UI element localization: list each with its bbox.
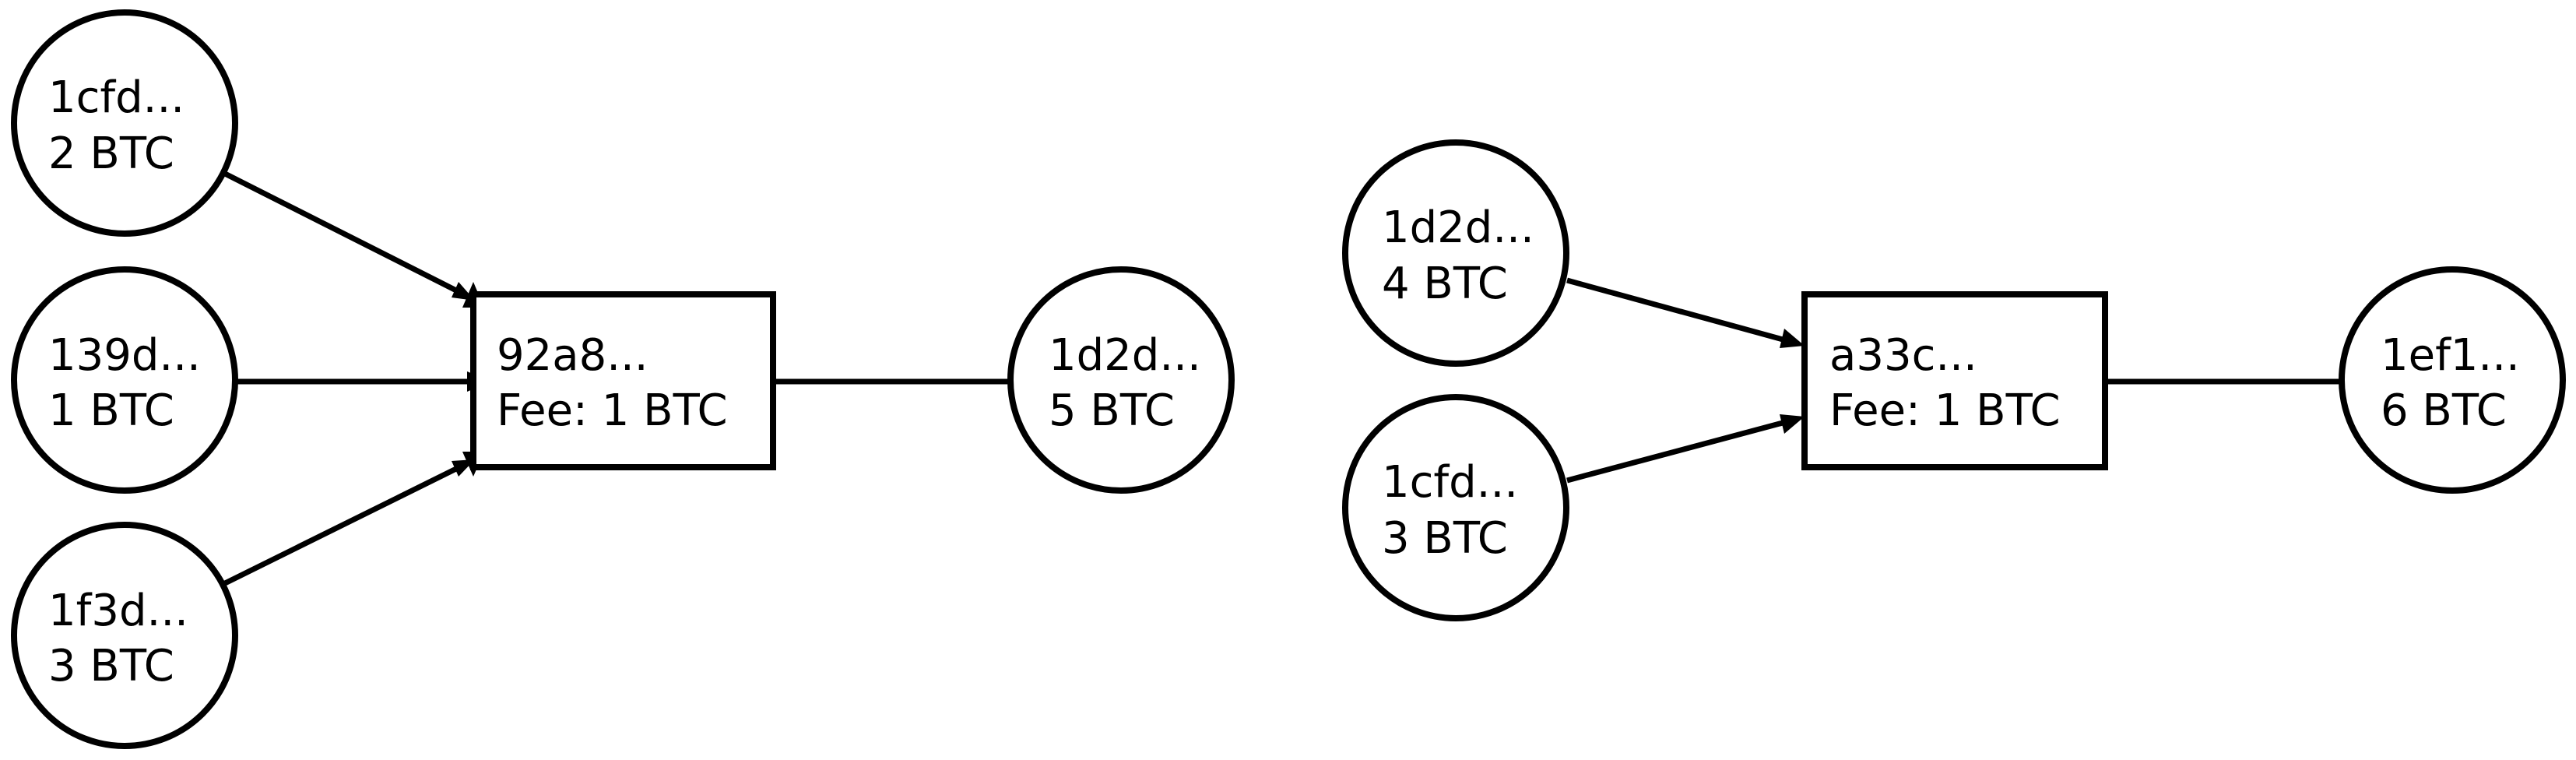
transaction-id: 92a8... — [497, 330, 648, 381]
input-node-circle — [11, 266, 238, 494]
transaction-box — [470, 291, 776, 470]
input-amount: 4 BTC — [1382, 259, 1508, 309]
edge-tx1-input1 — [222, 170, 461, 295]
output-address: 1ef1... — [2381, 330, 2520, 381]
transaction-id: a33c... — [1829, 330, 1977, 381]
input-node-circle — [1342, 139, 1569, 367]
input-amount: 1 BTC — [48, 385, 174, 436]
input-address: 1d2d... — [1382, 202, 1534, 253]
input-amount: 3 BTC — [48, 641, 174, 691]
input-address: 1cfd... — [1382, 457, 1518, 508]
transaction-fee: Fee: 1 BTC — [497, 385, 728, 436]
edge-tx1-input3 — [222, 464, 461, 587]
tx1-output-node: 1d2d... 5 BTC — [1007, 266, 1235, 494]
tx2-input-node-1: 1d2d... 4 BTC — [1342, 139, 1569, 367]
output-node-circle — [1007, 266, 1235, 494]
output-address: 1d2d... — [1049, 330, 1201, 381]
edge-tx2-input2 — [1566, 420, 1784, 484]
tx2-input-node-2: 1cfd... 3 BTC — [1342, 394, 1569, 621]
tx2-output-node: 1ef1... 6 BTC — [2339, 266, 2566, 494]
transaction-box — [1801, 291, 2108, 470]
tx1-input-node-1: 1cfd... 2 BTC — [11, 9, 238, 237]
tx1-edges — [222, 170, 1031, 587]
transaction-fee: Fee: 1 BTC — [1829, 385, 2061, 436]
input-address: 1cfd... — [48, 72, 185, 123]
tx1-input-node-2: 139d... 1 BTC — [11, 266, 238, 494]
input-node-circle — [11, 522, 238, 749]
arrowhead-tx2-input1 — [1780, 329, 1805, 348]
input-amount: 2 BTC — [48, 128, 174, 179]
tx1-transaction-box: 92a8... Fee: 1 BTC — [470, 291, 776, 470]
input-node-circle — [11, 9, 238, 237]
tx2-transaction-box: a33c... Fee: 1 BTC — [1801, 291, 2108, 470]
edge-tx2-input1 — [1566, 277, 1784, 343]
arrowhead-tx2-input2 — [1780, 414, 1805, 434]
output-amount: 6 BTC — [2381, 385, 2507, 436]
input-amount: 3 BTC — [1382, 513, 1508, 564]
input-address: 1f3d... — [48, 586, 188, 636]
input-node-circle — [1342, 394, 1569, 621]
output-amount: 5 BTC — [1049, 385, 1175, 436]
output-node-circle — [2339, 266, 2566, 494]
tx1-input-node-3: 1f3d... 3 BTC — [11, 522, 238, 749]
input-address: 139d... — [48, 330, 201, 381]
